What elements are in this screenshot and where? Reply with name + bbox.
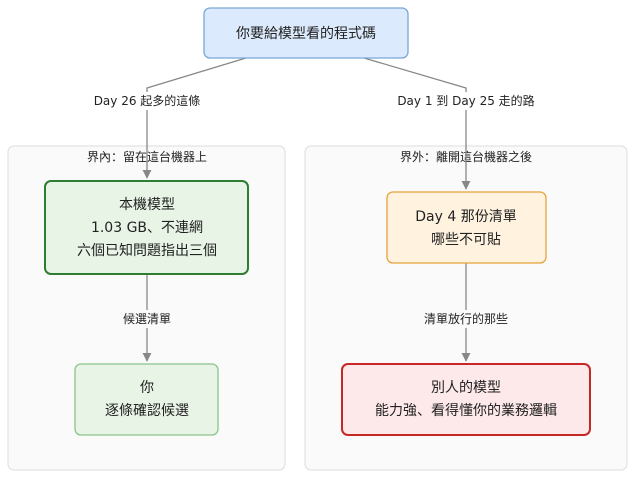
you-node-box [74,363,219,436]
other-model-node-line-1: 別人的模型 [431,380,501,396]
edge-root-to-day4-list [363,57,471,190]
root-node-label: 你要給模型看的程式碼 [236,26,376,42]
you-node-line-1: 你 [140,380,154,396]
edge-label-right-bg [392,92,540,110]
local-model-node-line-2: 1.03 GB、不連網 [91,220,203,236]
edge-label-inner-left: 候選清單 [123,312,171,326]
edge-label-left-bg [86,92,208,110]
edge-label-inner-right: 清單放行的那些 [424,311,508,326]
other-model-node-line-2: 能力強、看得懂你的業務邏輯 [375,402,557,419]
root-node-box [203,7,409,59]
edge-label-inner-right-bg [418,310,514,328]
edge-label-inner-left-bg [117,310,177,328]
edge-label-left: Day 26 起多的這條 [94,93,201,108]
edge-label-right: Day 1 到 Day 25 走的路 [397,93,534,108]
day4-list-node-box [386,191,547,264]
day4-list-node-line-2: 哪些不可貼 [431,232,501,248]
day4-list-node-line-1: Day 4 那份清單 [415,209,516,225]
local-model-node-box [44,180,249,275]
local-model-node-line-3: 六個已知問題指出三個 [77,242,217,259]
edge-root-to-local-model [142,57,247,179]
you-node-line-2: 逐條確認候選 [105,403,189,419]
local-model-node-line-1: 本機模型 [119,197,175,213]
other-model-node-box [341,363,591,436]
